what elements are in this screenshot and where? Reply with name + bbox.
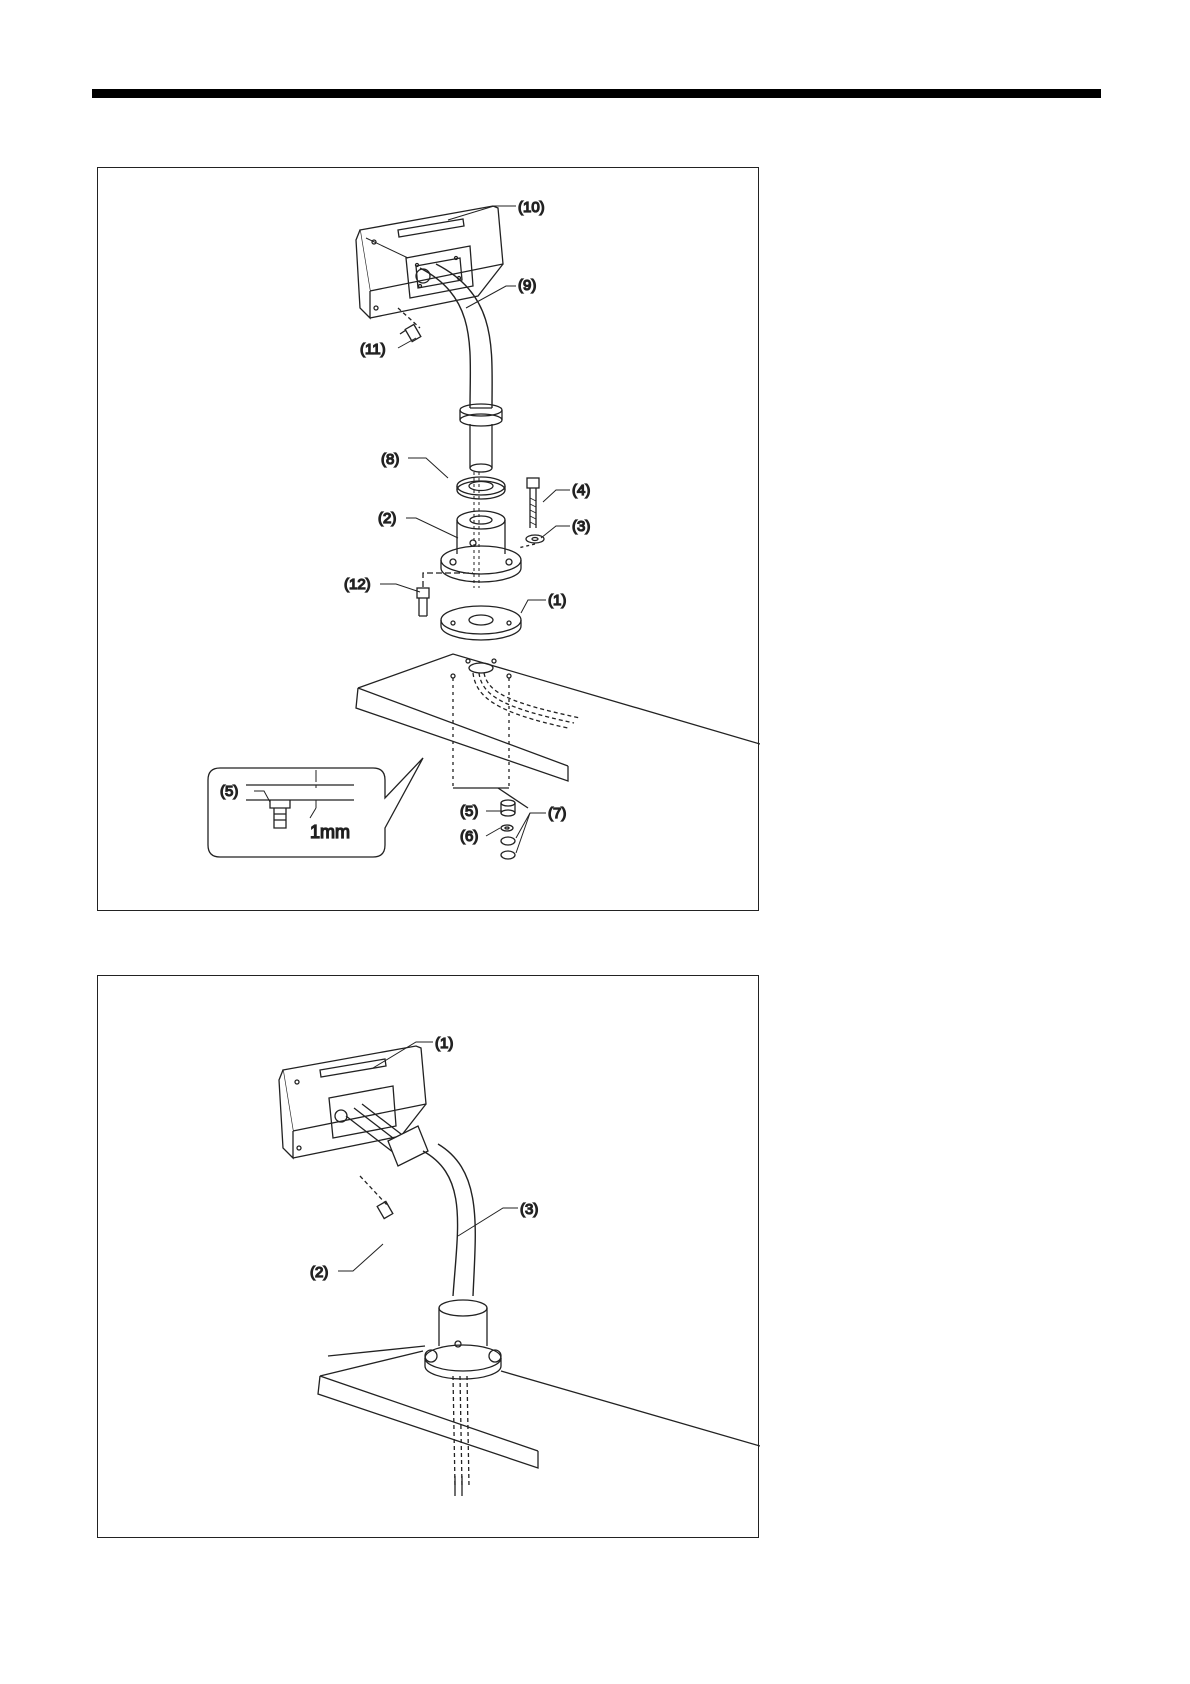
screw-12-illustration — [417, 573, 473, 616]
inset-detail-illustration — [208, 758, 423, 857]
curved-pipe-illustration — [420, 264, 502, 588]
callout-1: (1) — [548, 592, 566, 609]
callout-2: (2) — [378, 510, 396, 527]
callout-4: (4) — [572, 482, 590, 499]
leader-lines — [254, 206, 570, 853]
callout-8: (8) — [381, 451, 399, 468]
figure-assembled-stand: (1) (3) (2) — [97, 975, 759, 1538]
inset-dimension: 1mm — [310, 822, 350, 842]
header-rule — [92, 89, 1101, 98]
curved-pipe-illustration — [423, 1144, 501, 1379]
callout-7: (7) — [548, 805, 566, 822]
bolt-4-washer-3-illustration — [518, 478, 544, 548]
callout-1: (1) — [435, 1035, 453, 1052]
callout-9: (9) — [518, 277, 536, 294]
screw-2-illustration — [360, 1176, 393, 1219]
screw-11-illustration — [398, 308, 421, 342]
washer-8-illustration — [457, 477, 505, 499]
callout-3: (3) — [572, 518, 590, 535]
callout-5: (5) — [460, 803, 478, 820]
table-illustration — [356, 654, 760, 808]
spacer-plate-1-illustration — [441, 606, 521, 640]
table-illustration — [318, 1346, 760, 1496]
figure-exploded-assembly: (10) (9) (11) (8) (4) (3) (2) (12) (1) (… — [97, 167, 759, 911]
callout-12: (12) — [344, 576, 371, 593]
operation-panel-illustration — [356, 206, 503, 318]
inset-callout-5: (5) — [220, 783, 238, 800]
callout-10: (10) — [518, 199, 545, 216]
callout-3: (3) — [520, 1201, 538, 1218]
callout-11: (11) — [360, 341, 386, 358]
stand-bracket-2-illustration — [441, 511, 521, 582]
callout-2: (2) — [310, 1264, 328, 1281]
nuts-5-6-7-illustration — [501, 800, 515, 859]
callout-6: (6) — [460, 828, 478, 845]
